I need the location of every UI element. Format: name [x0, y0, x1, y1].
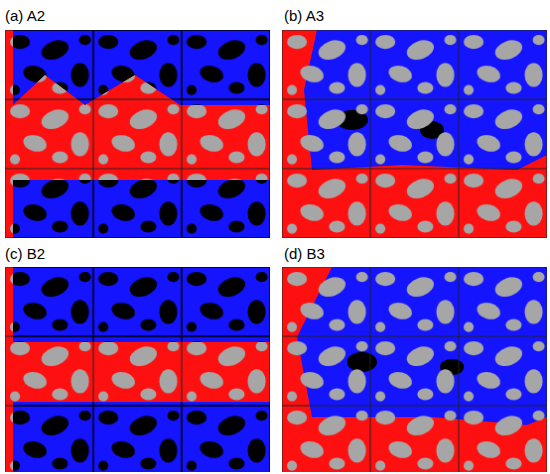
- panel-d-image: [282, 267, 547, 472]
- panel-b-image: [282, 30, 547, 238]
- panel-label: (d) B3: [284, 245, 325, 263]
- panel-c-image: [5, 267, 270, 472]
- panel-label: (b) A3: [284, 7, 324, 25]
- panel-label: (c) B2: [5, 245, 45, 263]
- panel-label: (a) A2: [5, 7, 45, 25]
- panel-a-image: [5, 30, 270, 238]
